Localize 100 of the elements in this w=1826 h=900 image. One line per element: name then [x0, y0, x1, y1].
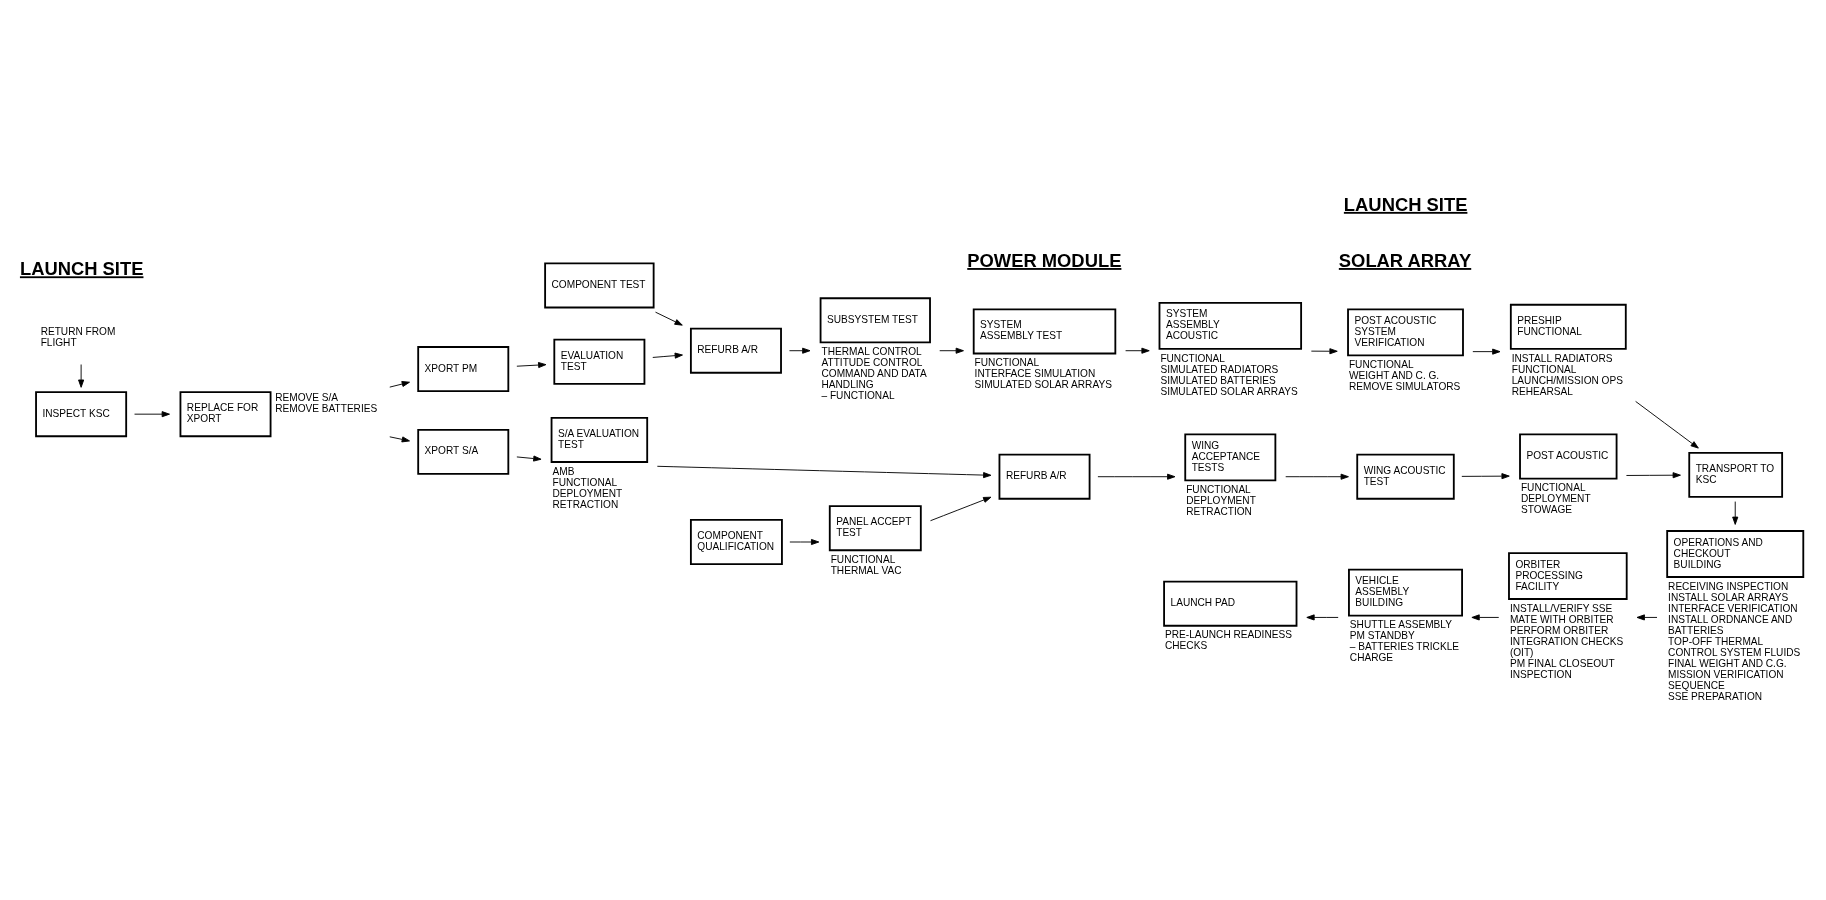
node-label: FUNCTIONAL — [974, 356, 1040, 368]
arrow — [789, 538, 820, 545]
arrow — [1732, 500, 1739, 525]
arrow — [1097, 473, 1176, 480]
node-box: TRANSPORT TO KSC — [1688, 451, 1784, 498]
node-label: PRE-LAUNCH READINESS CHECKS — [1165, 628, 1292, 651]
node-box: LAUNCH PAD — [1163, 580, 1298, 627]
node-label: THERMAL CONTROL — [821, 345, 922, 357]
node-label: REMOVE SIMULATORS — [1348, 380, 1461, 392]
arrow — [1125, 347, 1150, 354]
node-box: OPERATIONS AND CHECKOUT BUILDING — [1666, 529, 1805, 578]
node-label: ATTITUDE CONTROL — [821, 356, 923, 368]
arrow — [1471, 613, 1500, 620]
node-label: INTERFACE SIMULATION — [974, 367, 1096, 379]
node-label: FUNCTIONAL — [552, 476, 618, 488]
node-label: REMOVE S/A — [275, 391, 339, 403]
node-box: S/A EVALUATION TEST — [550, 416, 649, 463]
label: POWER MODULE — [967, 249, 1122, 271]
node-label: RECEIVING INSPECTION — [1668, 580, 1789, 592]
node-label: SIMULATED BATTERIES — [1160, 374, 1276, 386]
node-label: DEPLOYMENT — [1186, 494, 1256, 506]
arrow — [389, 380, 410, 388]
arrow — [1306, 613, 1339, 620]
node-box: EVALUATION TEST — [553, 338, 646, 385]
arrow — [78, 363, 85, 388]
arrow — [789, 347, 811, 354]
node-label: INSTALL RADIATORS — [1511, 352, 1613, 364]
arrow — [516, 361, 547, 368]
node-box: REFURB A/R — [998, 453, 1091, 500]
node-box: SYSTEM ASSEMBLY ACOUSTIC — [1158, 301, 1303, 350]
node-label: SIMULATED SOLAR ARRAYS — [974, 378, 1112, 390]
node-box: POST ACOUSTIC SYSTEM VERIFICATION — [1347, 307, 1464, 356]
node-label: RETRACTION — [1186, 505, 1252, 517]
node-box: INSPECT KSC — [35, 390, 128, 437]
node-box: REPLACE FOR XPORT — [179, 390, 272, 437]
node-label: LAUNCH/MISSION OPS REHEARSAL — [1511, 374, 1623, 397]
node-label: DEPLOYMENT — [552, 487, 623, 499]
node-label: PM STANDBY — [1349, 629, 1415, 641]
arrow — [655, 311, 683, 326]
node-text: RETURN FROM FLIGHT — [40, 325, 116, 348]
node-label: PM FINAL CLOSEOUT INSPECTION — [1509, 657, 1615, 680]
arrow — [652, 352, 683, 359]
node-box: WING ACOUSTIC TEST — [1356, 453, 1455, 500]
node-label: INTERFACE VERIFICATION — [1668, 602, 1798, 614]
arrow — [656, 465, 992, 478]
arrow — [516, 455, 542, 462]
node-label: – FUNCTIONAL — [821, 389, 895, 401]
node-box: POST ACOUSTIC — [1519, 432, 1618, 479]
arrow — [1285, 473, 1349, 480]
node-box: PRESHIP FUNCTIONAL — [1509, 303, 1627, 350]
node-label: INSTALL/VERIFY SSE — [1509, 602, 1613, 614]
node-label: SIMULATED RADIATORS — [1160, 363, 1279, 375]
node-box: WING ACCEPTANCE TESTS — [1184, 432, 1277, 481]
node-label: FUNCTIONAL — [830, 553, 896, 565]
label: SOLAR ARRAY — [1338, 249, 1472, 271]
node-label: INSTALL SOLAR ARRAYS — [1668, 591, 1789, 603]
node-label: WEIGHT AND C. G. — [1348, 369, 1440, 381]
node-label: DEPLOYMENT — [1520, 492, 1591, 504]
node-label: FUNCTIONAL — [1186, 483, 1251, 495]
node-label: THERMAL VAC — [830, 564, 902, 576]
node-box: SUBSYSTEM TEST — [819, 296, 931, 343]
node-label: – BATTERIES TRICKLE CHARGE — [1349, 640, 1460, 663]
arrow — [1461, 472, 1510, 479]
node-label: FUNCTIONAL — [1511, 363, 1577, 375]
node-label: MATE WITH ORBITER — [1509, 613, 1614, 625]
arrow — [1310, 347, 1338, 354]
node-box: VEHICLE ASSEMBLY BUILDING — [1348, 568, 1463, 616]
node-box: PANEL ACCEPT TEST — [828, 504, 922, 551]
arrow — [134, 410, 170, 417]
arrow — [1636, 613, 1658, 620]
arrow — [1635, 400, 1699, 449]
node-box: XPORT PM — [417, 345, 510, 392]
node-label: COMMAND AND DATA HANDLING — [821, 367, 927, 390]
arrow — [939, 347, 964, 354]
node-label: REMOVE BATTERIES — [275, 402, 378, 414]
node-box: ORBITER PROCESSING FACILITY — [1508, 551, 1628, 600]
label: LAUNCH SITE — [19, 257, 144, 279]
node-label: SIMULATED SOLAR ARRAYS — [1160, 385, 1298, 397]
node-box: COMPONENT QUALIFICATION — [689, 518, 783, 565]
node-label: SSE PREPARATION — [1668, 690, 1763, 702]
node-label: STOWAGE — [1520, 503, 1573, 515]
node-label: PERFORM ORBITER INTEGRATION CHECKS (OIT) — [1509, 624, 1624, 658]
node-label: MISSION VERIFICATION SEQUENCE — [1668, 668, 1784, 691]
node-label: FINAL WEIGHT AND C.G. — [1668, 657, 1787, 669]
node-label: AMB — [552, 465, 575, 477]
arrow — [1625, 471, 1681, 478]
node-box: COMPONENT TEST — [544, 261, 655, 308]
node-label: RETRACTION — [552, 498, 619, 510]
node-label: TOP-OFF THERMAL CONTROL SYSTEM FLUIDS — [1668, 635, 1801, 658]
node-label: INSTALL ORDNANCE AND BATTERIES — [1668, 613, 1793, 636]
node-box: REFURB A/R — [689, 327, 782, 374]
arrow — [389, 435, 410, 442]
arrow — [930, 496, 992, 521]
node-box: XPORT S/A — [417, 428, 510, 475]
node-label: FUNCTIONAL — [1348, 358, 1414, 370]
arrow — [1472, 348, 1501, 355]
node-box: SYSTEM ASSEMBLY TEST — [972, 307, 1117, 354]
label: LAUNCH SITE — [1343, 193, 1468, 215]
node-label: FUNCTIONAL — [1520, 481, 1586, 493]
node-label: FUNCTIONAL — [1160, 352, 1225, 364]
